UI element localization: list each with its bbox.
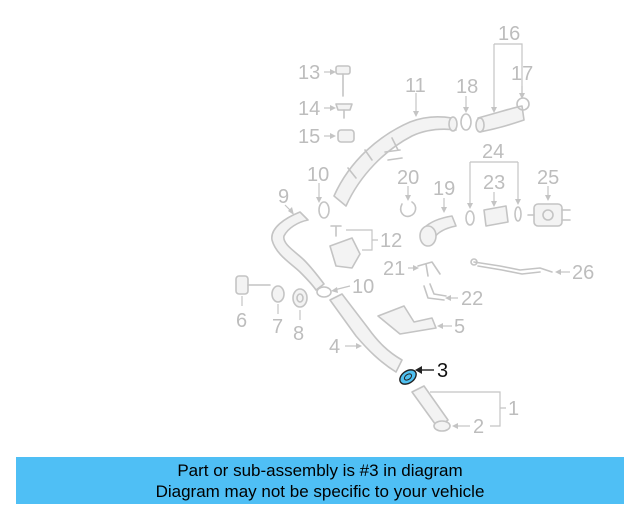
part-10-clamp-upper [318, 201, 330, 219]
part-3-clamp[interactable] [397, 367, 419, 387]
callout-13: 13 [298, 62, 320, 84]
callout-15: 15 [298, 126, 320, 148]
callout-10-lower: 10 [352, 276, 374, 298]
part-20-clip [399, 201, 417, 218]
part-21-bracket [417, 261, 441, 277]
callout-20: 20 [397, 167, 419, 189]
callout-18: 18 [456, 76, 478, 98]
callout-16: 16 [498, 23, 520, 45]
callout-11: 11 [405, 75, 426, 97]
part-14-nut [335, 103, 353, 119]
callout-17: 17 [511, 63, 533, 85]
callout-3: 3 [437, 360, 448, 382]
part-22-bracket [423, 283, 447, 301]
callout-4: 4 [329, 336, 340, 358]
part-17-seal [516, 97, 530, 111]
callout-7: 7 [272, 316, 283, 338]
part-24-clamps [465, 206, 522, 226]
part-19-hose [419, 215, 457, 247]
callout-2: 2 [473, 416, 484, 438]
callout-8: 8 [293, 323, 304, 345]
part-25-valve [527, 203, 571, 227]
part-12-bracket [329, 225, 361, 269]
callout-21: 21 [383, 258, 405, 280]
callout-26: 26 [572, 262, 594, 284]
callout-9: 9 [278, 186, 289, 208]
info-banner: Part or sub-assembly is #3 in diagram Di… [16, 457, 624, 504]
part-5-bracket [377, 305, 437, 335]
part-4-pipe [329, 293, 403, 373]
part-15-clip [337, 129, 355, 143]
part-8-grommet [292, 288, 308, 308]
part-16-pipe [475, 105, 525, 133]
part-2-hose [411, 385, 451, 432]
callout-1: 1 [508, 398, 519, 420]
callout-14: 14 [298, 98, 320, 120]
callout-5: 5 [454, 316, 465, 338]
parts-diagram: 13 14 15 11 10 9 12 10 [235, 23, 594, 438]
part-6-bolt [235, 275, 271, 295]
part-11-intake-hose [333, 116, 458, 207]
callout-12: 12 [380, 230, 402, 252]
banner-line-2: Diagram may not be specific to your vehi… [155, 481, 485, 501]
callout-25: 25 [537, 167, 559, 189]
part-23-hose [483, 205, 509, 227]
part-9-hose [271, 211, 325, 291]
callout-22: 22 [461, 288, 483, 310]
part-7-washer [271, 285, 285, 303]
banner-line-1: Part or sub-assembly is #3 in diagram [177, 460, 463, 480]
callout-10-upper: 10 [307, 164, 329, 186]
callout-19: 19 [433, 178, 455, 200]
part-10-clamp-lower [316, 286, 332, 298]
callout-23: 23 [483, 172, 505, 194]
callout-24: 24 [482, 141, 504, 163]
part-13-bolt [335, 65, 351, 97]
part-18-clamp [460, 113, 472, 131]
callout-6: 6 [236, 310, 247, 332]
part-26-harness [470, 258, 553, 275]
